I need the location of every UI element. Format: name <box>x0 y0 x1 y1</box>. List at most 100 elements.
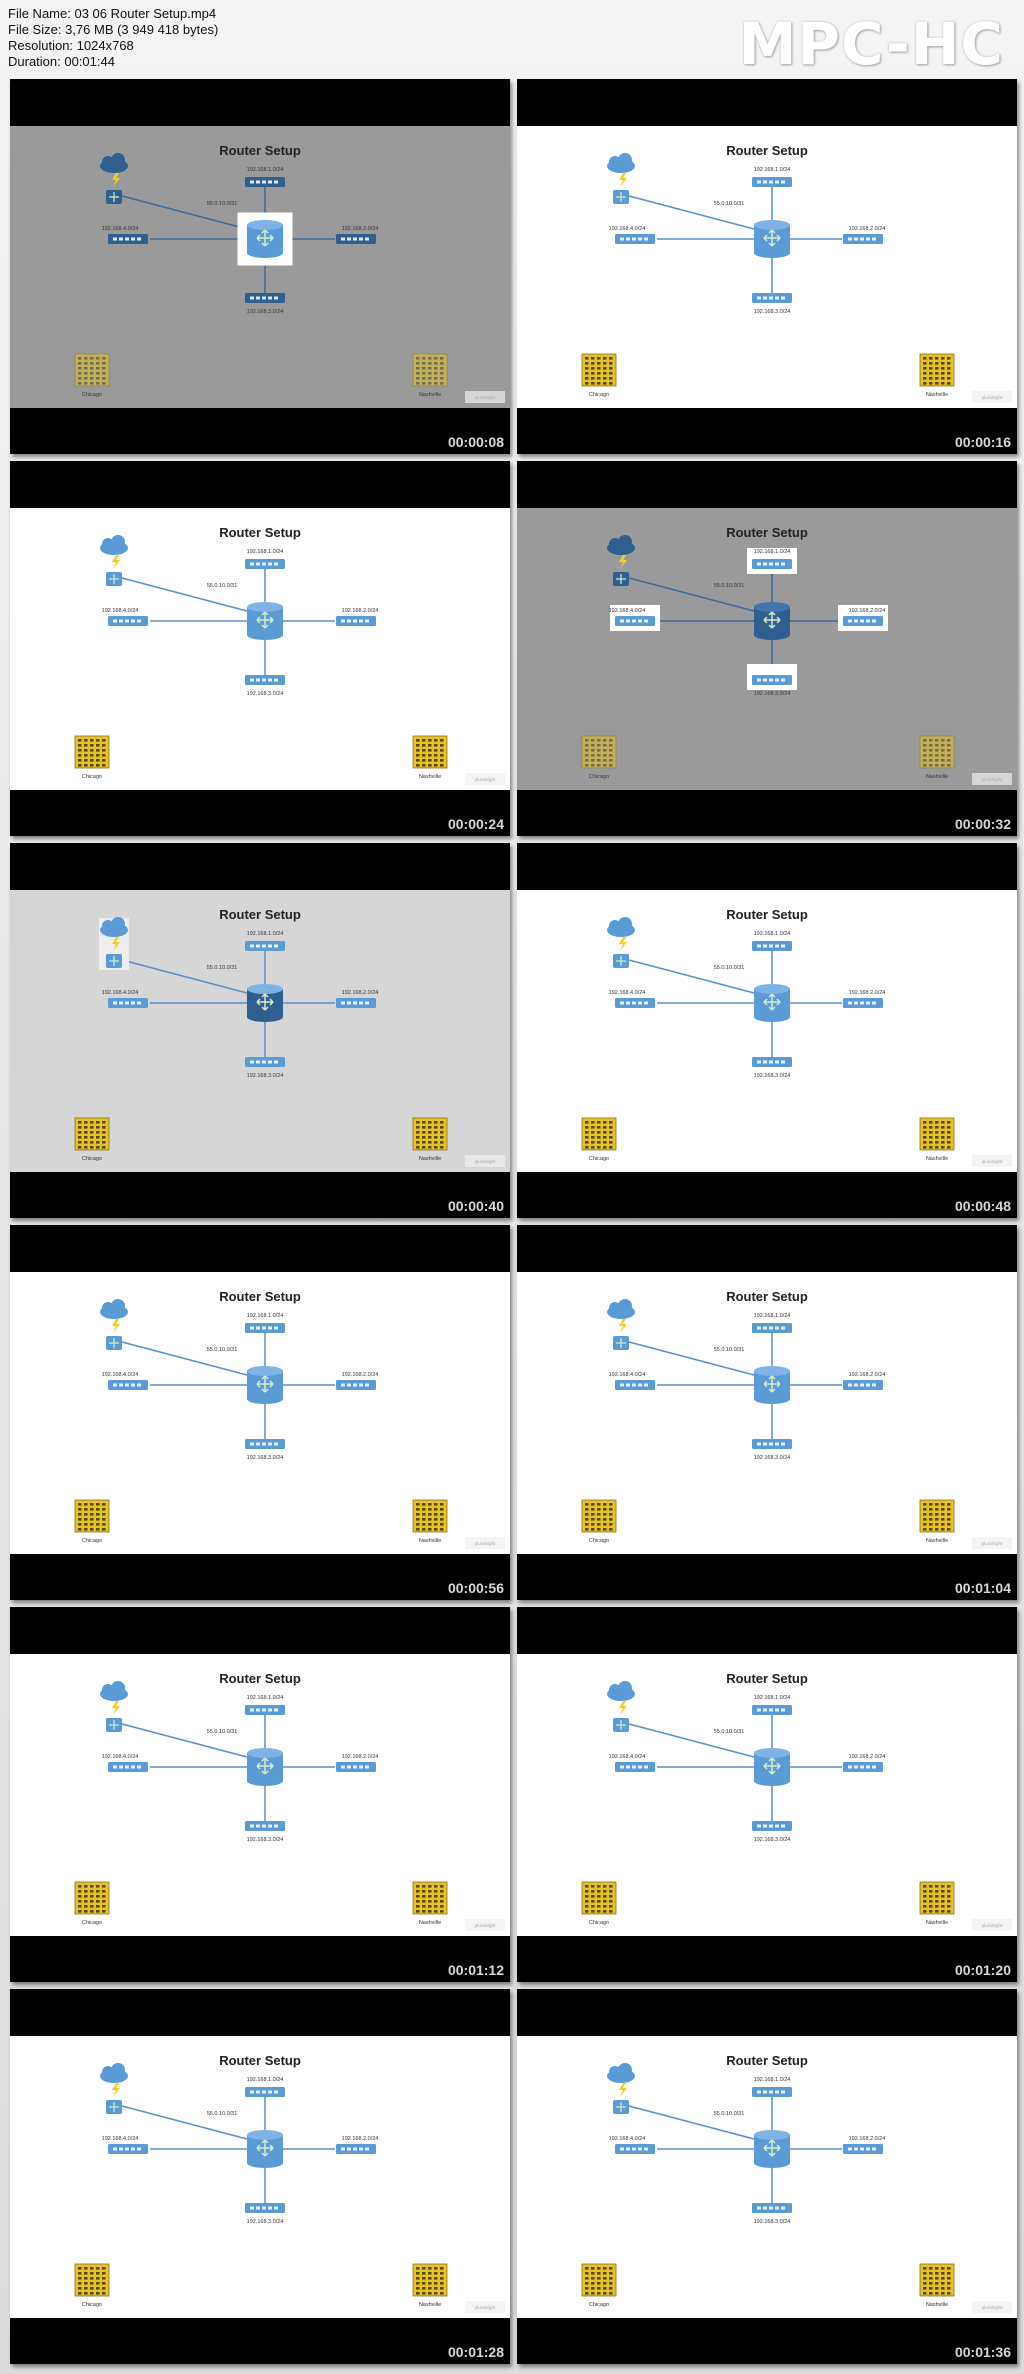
building-window <box>591 764 595 767</box>
building-window <box>603 1136 607 1139</box>
building-window <box>434 1890 438 1893</box>
subnet-label-left: 192.168.4.0/24 <box>102 990 139 996</box>
switch-port <box>638 1383 642 1387</box>
building-window <box>102 764 106 767</box>
building-window <box>923 1146 927 1149</box>
building-window <box>591 1131 595 1134</box>
switch-left-icon <box>108 1762 148 1772</box>
building-window <box>941 1146 945 1149</box>
building-window <box>428 1890 432 1893</box>
building-window <box>603 1890 607 1893</box>
building-window <box>96 1136 100 1139</box>
building-window <box>84 759 88 762</box>
building-window <box>102 2292 106 2295</box>
building-window <box>416 754 420 757</box>
switch-port <box>775 678 779 682</box>
building-window <box>440 1131 444 1134</box>
building-window <box>440 749 444 752</box>
building-window <box>947 367 951 370</box>
switch-port <box>125 1001 129 1005</box>
building-window <box>597 1890 601 1893</box>
switch-port <box>119 2147 123 2151</box>
building-window <box>416 1895 420 1898</box>
building-window <box>947 744 951 747</box>
edge-router-icon <box>613 190 629 204</box>
building-window <box>947 1146 951 1149</box>
file-size-text: File Size: 3,76 MB (3 949 418 bytes) <box>8 22 219 37</box>
building-window <box>90 367 94 370</box>
building-window <box>591 2267 595 2270</box>
building-window <box>102 754 106 757</box>
building-window <box>428 382 432 385</box>
link-wan <box>121 1341 248 1376</box>
building-window <box>585 1900 589 1903</box>
building-window <box>941 1900 945 1903</box>
building-window <box>78 1513 82 1516</box>
building-window <box>941 362 945 365</box>
switch-port <box>781 2206 785 2210</box>
building-window <box>434 764 438 767</box>
building-window <box>434 362 438 365</box>
building-window <box>78 2277 82 2280</box>
router-icon <box>247 984 283 1022</box>
switch-port <box>119 1001 123 1005</box>
building-window <box>434 357 438 360</box>
building-window <box>84 1121 88 1124</box>
router-icon <box>754 1366 790 1404</box>
building-window <box>78 2282 82 2285</box>
link-wan <box>121 195 248 230</box>
building-window <box>416 1146 420 1149</box>
building-window <box>90 1503 94 1506</box>
subnet-label-top: 192.168.1.0/24 <box>754 167 791 173</box>
building-window <box>591 1136 595 1139</box>
building-window <box>947 1890 951 1893</box>
building-window <box>591 362 595 365</box>
building-window <box>434 1141 438 1144</box>
switch-port <box>274 296 278 300</box>
subnet-label-right: 192.168.2.0/24 <box>342 1372 379 1378</box>
switch-port <box>137 1001 141 1005</box>
lightning-bolt-icon <box>112 1701 120 1715</box>
building-window <box>935 2267 939 2270</box>
subnet-label-top: 192.168.1.0/24 <box>247 931 284 937</box>
slide-frame: Router Setup192.168.1.0/24192.168.4.0/24… <box>517 1654 1017 1936</box>
switch-port <box>872 2147 876 2151</box>
building-window <box>585 759 589 762</box>
building-window <box>597 2277 601 2280</box>
building-window <box>78 1885 82 1888</box>
building-window <box>90 2287 94 2290</box>
edge-router-arrows <box>616 1720 626 1730</box>
building-window <box>102 1121 106 1124</box>
building-window <box>422 1508 426 1511</box>
building-window <box>923 2267 927 2270</box>
switch-port <box>256 944 260 948</box>
building-window <box>434 1131 438 1134</box>
switch-port <box>137 1765 141 1769</box>
building-window <box>84 377 88 380</box>
wan-subnet-label: 55.0.10.0/31 <box>714 1729 745 1735</box>
cloud-icon <box>607 917 635 937</box>
building-window <box>440 1900 444 1903</box>
wan-subnet-label: 55.0.10.0/31 <box>207 583 238 589</box>
building-window <box>947 1910 951 1913</box>
switch-port <box>769 944 773 948</box>
lightning-bolt-icon <box>619 2083 627 2097</box>
building-window <box>603 362 607 365</box>
building-chicago-icon <box>581 2263 617 2297</box>
building-window <box>428 367 432 370</box>
building-window <box>96 2272 100 2275</box>
building-window <box>609 744 613 747</box>
building-window <box>90 759 94 762</box>
